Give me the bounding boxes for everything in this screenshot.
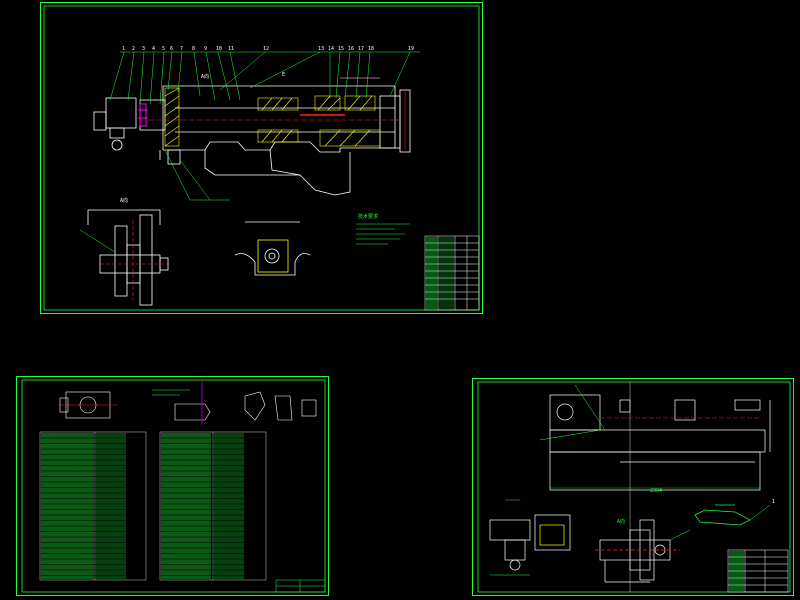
lathe-detail-left (489, 499, 571, 576)
section-label: A向 (201, 73, 209, 80)
part-sketch-tables (58, 391, 118, 419)
svg-text:11: 11 (228, 46, 234, 52)
title-block-main (424, 235, 480, 311)
svg-text:15: 15 (338, 46, 344, 52)
leader-lines-bottom (164, 149, 230, 201)
lathe-view-a-label: A向 (617, 518, 625, 525)
inner-border-lathe (477, 381, 791, 593)
svg-text:6: 6 (170, 46, 173, 52)
lathe-part-right (694, 504, 771, 526)
tool-sketch (152, 380, 317, 425)
svg-text:18: 18 (368, 46, 374, 52)
lathe-leaders (539, 384, 606, 441)
svg-text:19: 19 (408, 46, 414, 52)
svg-text:5: 5 (162, 46, 165, 52)
svg-text:1: 1 (122, 46, 125, 52)
svg-text:2: 2 (132, 46, 135, 52)
svg-text:16: 16 (348, 46, 354, 52)
svg-text:13: 13 (318, 46, 324, 52)
drawing-sheet-tables (16, 376, 329, 596)
process-table-left (39, 431, 147, 581)
hatch-regions (164, 87, 381, 147)
svg-text:10: 10 (216, 46, 222, 52)
section-detail-small (234, 221, 311, 276)
svg-text:技术要求: 技术要求 (358, 213, 378, 220)
title-block-lathe (727, 549, 789, 593)
svg-text:4: 4 (152, 46, 155, 52)
svg-text:14: 14 (328, 46, 334, 52)
lathe-elevation (549, 394, 771, 491)
lathe-dimension: 2304 (650, 488, 662, 494)
leader-lines-top (109, 51, 420, 105)
technical-notes: 技术要求 (356, 213, 410, 245)
process-table-right (159, 431, 267, 581)
svg-text:17: 17 (358, 46, 364, 52)
svg-text:9: 9 (204, 46, 207, 52)
inner-border-main (43, 5, 480, 311)
svg-text:7: 7 (180, 46, 183, 52)
drawing-sheet-main (40, 2, 483, 314)
svg-text:8: 8 (192, 46, 195, 52)
title-block-tables (275, 579, 326, 593)
magenta-detail (139, 103, 147, 127)
main-assembly-section (93, 85, 411, 196)
cut-label: 1 (772, 499, 775, 505)
svg-text:3: 3 (142, 46, 145, 52)
table-row-lines (41, 437, 265, 576)
lathe-view-a (595, 519, 691, 583)
view-a-label: A向 (120, 197, 128, 204)
svg-text:12: 12 (263, 46, 269, 52)
inner-border-tables (21, 379, 326, 593)
view-a-detail (79, 209, 170, 306)
drawing-sheet-lathe (472, 378, 794, 596)
svg-text:E: E (282, 72, 285, 78)
